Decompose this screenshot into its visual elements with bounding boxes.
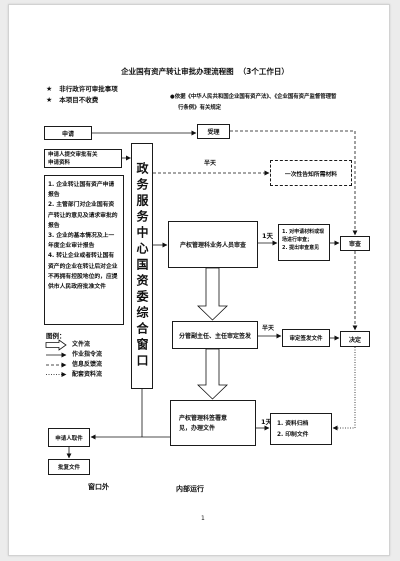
review-detail-item: 2. 提出审查意见	[282, 245, 320, 251]
document-flow-arrow-approve-to-process	[197, 348, 228, 400]
reply-document-box: 批复文件	[48, 459, 90, 475]
process-duration: 1天	[261, 418, 273, 426]
notify-once-label: 一次性告知所需材料	[284, 171, 338, 178]
document-flow-arrow-review-to-approve	[197, 267, 228, 321]
review-detail-item: 1. 对申请材料或现场进行审查；	[282, 229, 325, 243]
title-text: 企业国有资产转让审批办理流程图	[121, 67, 234, 76]
arrow-accept-to-review-stage	[230, 130, 358, 236]
submit-materials-text: 申请人提交审批有关	[48, 152, 98, 158]
archive-item: 2. 印制文件	[277, 432, 309, 438]
legal-basis-line: 行条例》有关规定	[178, 105, 222, 111]
legal-basis-line: ●依据《中华人民共和国企业国有资产法》、《企业国有资产监督管理暂	[170, 94, 337, 100]
review-stage-label: 审查	[348, 241, 361, 248]
required-materials-list: 1. 企业转让国有资产申请报告 2. 主管部门对企业国有资产转让的意见及请求审批…	[44, 175, 124, 325]
star-icon	[46, 96, 59, 104]
approve-label: 分管副主任、主任审定签发	[178, 332, 251, 340]
service-window-label: 政务服务中心国资委综合窗口	[135, 162, 149, 370]
material-item: 3. 企业的基本情况及上一年度企业审计报告	[48, 233, 115, 250]
review-label: 产权管理科业务人员审查	[179, 242, 246, 249]
note-item: 非行政许可审批事项	[46, 85, 118, 93]
note-text: 非行政许可审批事项	[59, 85, 118, 93]
apply-box: 申请	[44, 126, 92, 140]
review-duration: 1天	[262, 232, 274, 240]
process-box: 产权管理科签署意见，办理文件	[170, 400, 256, 446]
legend-label-document-flow: 文件流	[72, 341, 91, 348]
legend-title: 图例：	[46, 332, 66, 340]
internal-operation-label: 内部运行	[176, 485, 204, 493]
accept-box: 受理	[197, 124, 230, 139]
material-item: 2. 主管部门对企业国有资产转让的意见及请求审批的报告	[48, 202, 118, 229]
review-stage-box: 审查	[340, 236, 370, 251]
approve-box: 分管副主任、主任审定签发	[172, 321, 258, 349]
service-window-column: 政务服务中心国资委综合窗口	[131, 143, 153, 389]
legend-document-flow-sample	[45, 339, 67, 351]
archive-box: 1. 资料归档 2. 印制文件	[270, 413, 332, 445]
approve-duration: 半天	[262, 325, 275, 332]
material-item: 4. 转让企业或者转让国有资产的企业在转让后对企业不再拥有控股地位的，应提供市人…	[48, 253, 118, 291]
outside-window-label: 窗口外	[88, 483, 109, 491]
legend-label-feedback-flow: 信息反馈流	[72, 361, 103, 368]
process-label: 产权管理科签署意见，办理文件	[179, 415, 228, 432]
arrow-decision-to-archive	[332, 347, 356, 431]
legend-label-material-flow: 配套资料流	[72, 370, 103, 378]
approve-detail-label: 审定签发文件	[289, 336, 323, 342]
reply-document-label: 批复文件	[57, 465, 80, 471]
notify-once-box: 一次性告知所需材料	[270, 160, 352, 186]
title-duration: （3个工作日）	[238, 67, 289, 76]
decision-box: 决定	[340, 331, 370, 347]
accept-label: 受理	[207, 129, 220, 136]
apply-label: 申请	[61, 130, 74, 138]
review-detail-box: 1. 对申请材料或现场进行审查； 2. 提出审查意见	[278, 224, 330, 261]
archive-item: 1. 资料归档	[277, 421, 309, 427]
approve-detail-box: 审定签发文件	[282, 329, 330, 347]
note-text: 本项目不收费	[59, 96, 99, 104]
note-item: 本项目不收费	[46, 96, 99, 104]
pickup-box: 申请人取件	[48, 428, 90, 447]
pickup-label: 申请人取件	[55, 435, 83, 442]
review-box: 产权管理科业务人员审查	[168, 221, 258, 268]
star-icon	[46, 85, 59, 93]
page-title: 企业国有资产转让审批办理流程图 （3个工作日）	[100, 68, 310, 76]
decision-label: 决定	[348, 336, 361, 344]
legend-label-instruction-flow: 作业指令流	[72, 351, 103, 358]
material-item: 1. 企业转让国有资产申请报告	[48, 182, 115, 199]
submit-materials-text: 申请资料	[48, 160, 71, 166]
notify-duration: 半天	[204, 160, 217, 167]
submit-materials-box: 申请人提交审批有关 申请资料	[44, 149, 122, 168]
page-number: 1	[201, 515, 205, 522]
